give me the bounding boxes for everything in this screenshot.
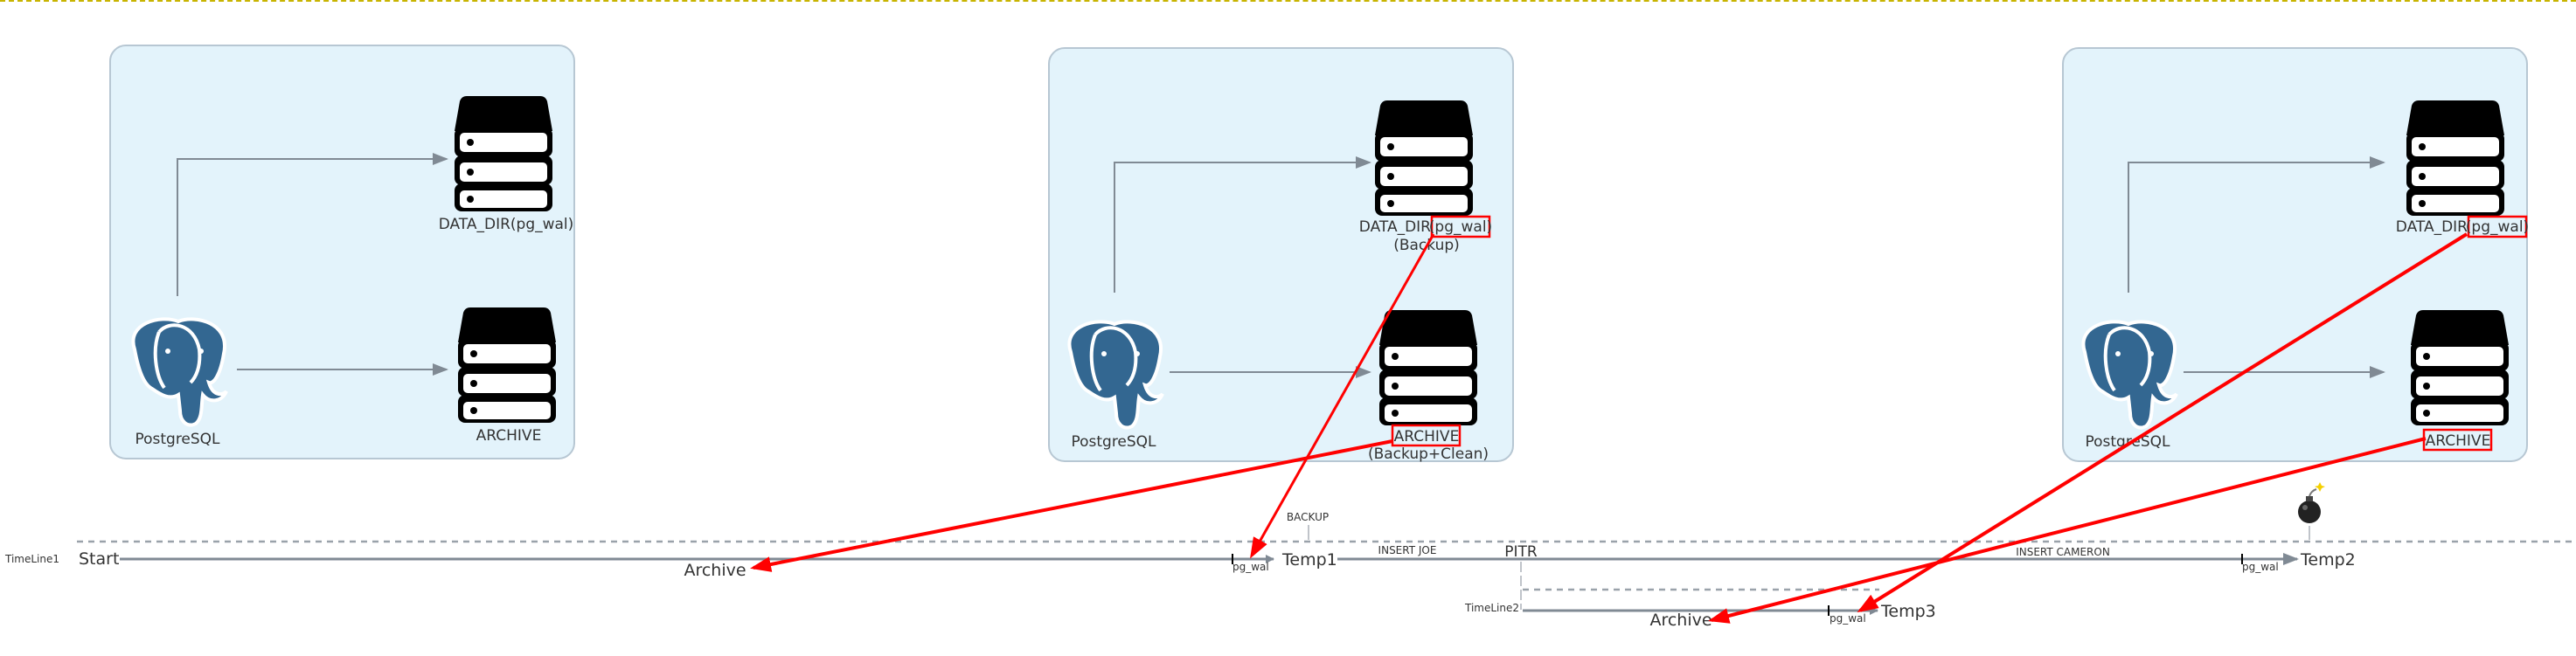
temp1-label: Temp1 (1281, 550, 1337, 570)
postgresql-label: PostgreSQL (2085, 433, 2170, 451)
temp3-label: Temp3 (1880, 602, 1936, 621)
archive-to-archive2-arrow (1708, 437, 2427, 624)
pitr-label: PITR (1504, 543, 1538, 561)
data-dir-label: DATA_DIR(pg_wal) (439, 216, 574, 233)
panel-1: DATA_DIR(pg_wal) ARCHIVE PostgreSQL (109, 45, 575, 459)
temp2-label: Temp2 (2300, 550, 2356, 570)
pg-wal-highlight (2467, 215, 2528, 238)
archive-sub-label: (Backup+Clean) (1368, 445, 1489, 463)
pg-wal-marker-1: pg_wal (1232, 561, 1269, 573)
database-icon (1379, 310, 1477, 425)
archive-highlight (1391, 424, 1462, 447)
pg-wal-label: (pg_wal) (2466, 218, 2529, 236)
archive-label: ARCHIVE (476, 427, 542, 445)
panel-3: DATA_DIR (pg_wal) ARCHIVE PostgreSQL (2062, 47, 2529, 462)
data-dir-label: DATA_DIR (1359, 218, 1431, 236)
database-icon (2406, 100, 2504, 216)
archive-label: ARCHIVE (1394, 428, 1460, 445)
database-icon (455, 96, 552, 211)
data-dir-label: DATA_DIR (2396, 218, 2468, 236)
archive-label: ARCHIVE (2426, 432, 2491, 450)
postgresql-label: PostgreSQL (1071, 433, 1156, 451)
timeline2-label: TimeLine2 (1464, 602, 1519, 614)
database-icon (458, 307, 556, 423)
backup-event-label: BACKUP (1287, 511, 1329, 523)
postgresql-label: PostgreSQL (135, 431, 220, 448)
pg-wal-highlight (1430, 215, 1491, 238)
timeline1-label: TimeLine1 (4, 553, 59, 565)
archive-to-archive1-arrow (750, 439, 1393, 572)
archive2-label: Archive (1649, 611, 1712, 630)
pg-wal-marker-2: pg_wal (2242, 561, 2279, 573)
pg-wal-marker-3: pg_wal (1830, 612, 1866, 625)
top-border (0, 0, 2576, 2)
pg-wal-label: (pg_wal) (1429, 218, 1492, 236)
archive1-label: Archive (684, 561, 746, 580)
panel-2: DATA_DIR (pg_wal) (Backup) ARCHIVE (Back… (1048, 47, 1514, 463)
database-icon (1375, 100, 1473, 216)
database-icon (2411, 310, 2509, 425)
pgwal-to-temp1-arrow (1250, 233, 1435, 559)
pgwal-to-temp3-arrow (1857, 232, 2468, 613)
insert-cameron-event-label: INSERT CAMERON (2016, 546, 2110, 558)
flow-arrow-to-data-dir (1114, 156, 1371, 293)
start-label: Start (79, 549, 119, 569)
flow-arrow-to-data-dir (177, 153, 448, 296)
insert-joe-event-label: INSERT JOE (1378, 544, 1437, 556)
flow-arrow-to-data-dir (2128, 156, 2385, 293)
bomb-icon (2298, 482, 2325, 523)
